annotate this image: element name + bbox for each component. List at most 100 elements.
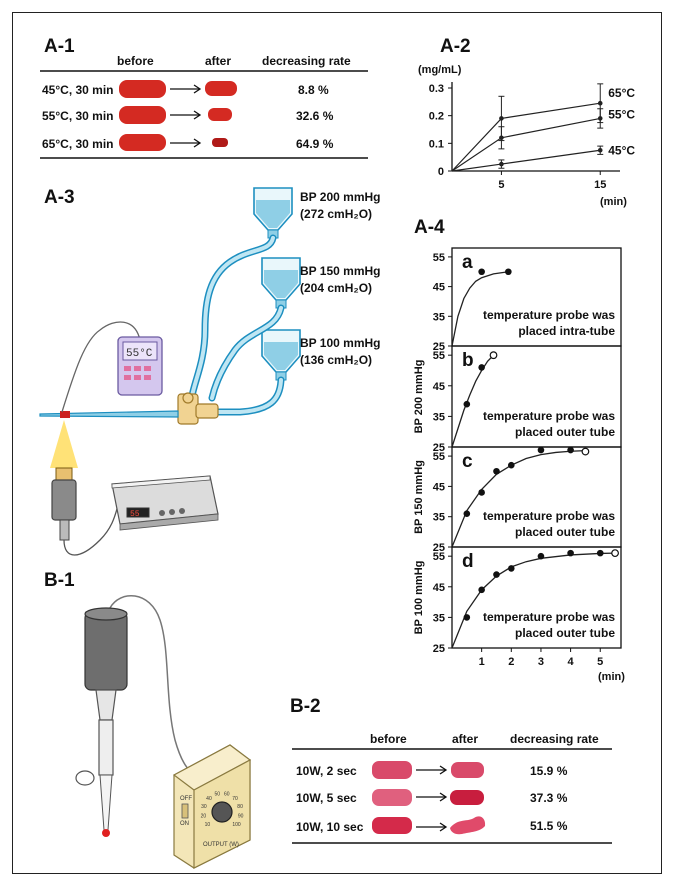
a4-y-tick-label: 25 — [433, 542, 445, 554]
a1-row2-rate: 32.6 % — [296, 109, 334, 123]
dial-tick-label: 40 — [206, 796, 212, 802]
a1-row2-sample-after — [208, 108, 232, 121]
a2-y-tick-label: 0.3 — [429, 83, 444, 95]
dial-tick-label: 80 — [237, 804, 243, 810]
a4-y-tick-label: 45 — [433, 282, 445, 294]
a4-x-tick-label: 2 — [508, 656, 514, 668]
panel-label-b1: B-1 — [44, 570, 75, 591]
b2-row3-arrowhead — [439, 822, 448, 832]
a4-fit-curve — [451, 354, 494, 448]
b2-row3-condition: 10W, 10 sec — [296, 820, 364, 834]
a4-x-axis-label: (min) — [598, 671, 625, 683]
a4-y-tick-label: 25 — [433, 341, 445, 353]
b2-row1-sample-after — [451, 762, 484, 778]
a4-annotation-line: temperature probe was — [483, 308, 615, 322]
a1-header-rate: decreasing rate — [262, 54, 351, 68]
a4-annotation-line: placed outer tube — [515, 525, 615, 539]
a4-subplot-frame — [451, 546, 622, 649]
a4-subplot-letter: b — [462, 350, 474, 371]
b2-row2-arrowhead — [439, 792, 448, 802]
a4-y-tick-label: 55 — [433, 451, 445, 463]
thermometer-display: 55°C — [126, 348, 153, 360]
a4-open-point — [611, 549, 619, 558]
panel-b2: B-2 before after decreasing rate 10W, 2 … — [290, 696, 612, 844]
sample-spot — [60, 411, 70, 418]
a4-data-point — [596, 549, 604, 557]
a4-y-tick-label: 25 — [433, 643, 445, 655]
panel-a1: A-1 before after decreasing rate 45°C, 3… — [40, 36, 368, 159]
a2-y-tick-label: 0.1 — [429, 138, 444, 150]
bp100-sublabel: (136 cmH₂O) — [300, 353, 372, 367]
a4-data-point — [463, 614, 471, 621]
a4-data-point — [463, 400, 471, 408]
heater-handle — [51, 479, 77, 521]
a4-subplot-letter: d — [462, 551, 474, 572]
a4-y-axis-label: BP 200 mmHg — [413, 360, 425, 434]
a4-y-tick-label: 35 — [433, 311, 445, 323]
a2-x-unit: (min) — [600, 196, 627, 208]
switch-off-label: OFF — [180, 796, 192, 802]
heat-cone — [50, 420, 78, 468]
a4-annotation-line: placed outer tube — [515, 425, 615, 439]
b2-row2-sample-after — [450, 790, 484, 805]
generator-unit: 55 — [111, 475, 219, 531]
a1-row2-arrowhead — [193, 110, 202, 120]
a4-annotation-line: placed intra-tube — [518, 324, 615, 338]
a4-y-tick-label: 25 — [433, 442, 445, 454]
a4-open-point — [581, 447, 590, 456]
bp150-label: BP 150 mmHg — [300, 264, 380, 278]
a2-x-tick-label: 5 — [498, 179, 504, 191]
a1-row3-condition: 65°C, 30 min — [42, 137, 114, 151]
dial-tick-label: 30 — [201, 804, 207, 810]
a1-header-after: after — [205, 54, 231, 68]
a2-y-unit: (mg/mL) — [418, 64, 462, 76]
a4-y-tick-label: 55 — [433, 350, 445, 362]
dial-tick-label: 60 — [224, 792, 230, 798]
a4-annotation-line: placed outer tube — [515, 626, 615, 640]
a1-row2-condition: 55°C, 30 min — [42, 109, 114, 123]
b2-row3-sample-after — [450, 816, 486, 835]
a4-y-tick-label: 45 — [433, 381, 445, 393]
a4-fit-curve — [451, 552, 616, 649]
tubing — [188, 234, 285, 416]
a1-row1-sample-before — [119, 80, 166, 98]
a4-data-point — [478, 489, 485, 496]
a4-data-point — [493, 467, 500, 475]
b2-row2-rate: 37.3 % — [530, 791, 568, 805]
reservoir-200 — [253, 187, 293, 239]
panel-label-a4: A-4 — [414, 217, 445, 238]
a4-y-axis-label: BP 100 mmHg — [413, 561, 425, 635]
a4-data-point — [507, 461, 515, 469]
bp100-label: BP 100 mmHg — [300, 336, 380, 350]
three-way-connector — [177, 392, 219, 425]
a4-data-point — [537, 552, 545, 560]
a4-annotation-line: temperature probe was — [483, 409, 615, 423]
b2-header-before: before — [370, 732, 407, 746]
b2-row1-rate: 15.9 % — [530, 764, 568, 778]
switch-on-label: ON — [180, 821, 189, 827]
a4-fit-curve — [451, 271, 509, 347]
b2-header-rate: decreasing rate — [510, 732, 599, 746]
b2-row3-sample-before — [372, 817, 412, 834]
catheter — [39, 410, 179, 418]
generator-display: 55 — [130, 510, 140, 519]
a1-row2-sample-before — [119, 106, 166, 124]
a2-series-line — [451, 149, 601, 172]
a4-y-tick-label: 55 — [433, 551, 445, 563]
a2-data-point — [597, 147, 603, 153]
a4-fit-curve — [451, 449, 586, 548]
a4-x-tick-label: 1 — [479, 656, 485, 668]
b2-row3-rate: 51.5 % — [530, 819, 568, 833]
a1-row3-arrowhead — [193, 138, 202, 148]
a4-annotation-line: temperature probe was — [483, 610, 615, 624]
reservoir-100 — [261, 329, 301, 381]
a2-series-label: 55°C — [608, 107, 635, 121]
a4-data-point — [567, 446, 574, 454]
